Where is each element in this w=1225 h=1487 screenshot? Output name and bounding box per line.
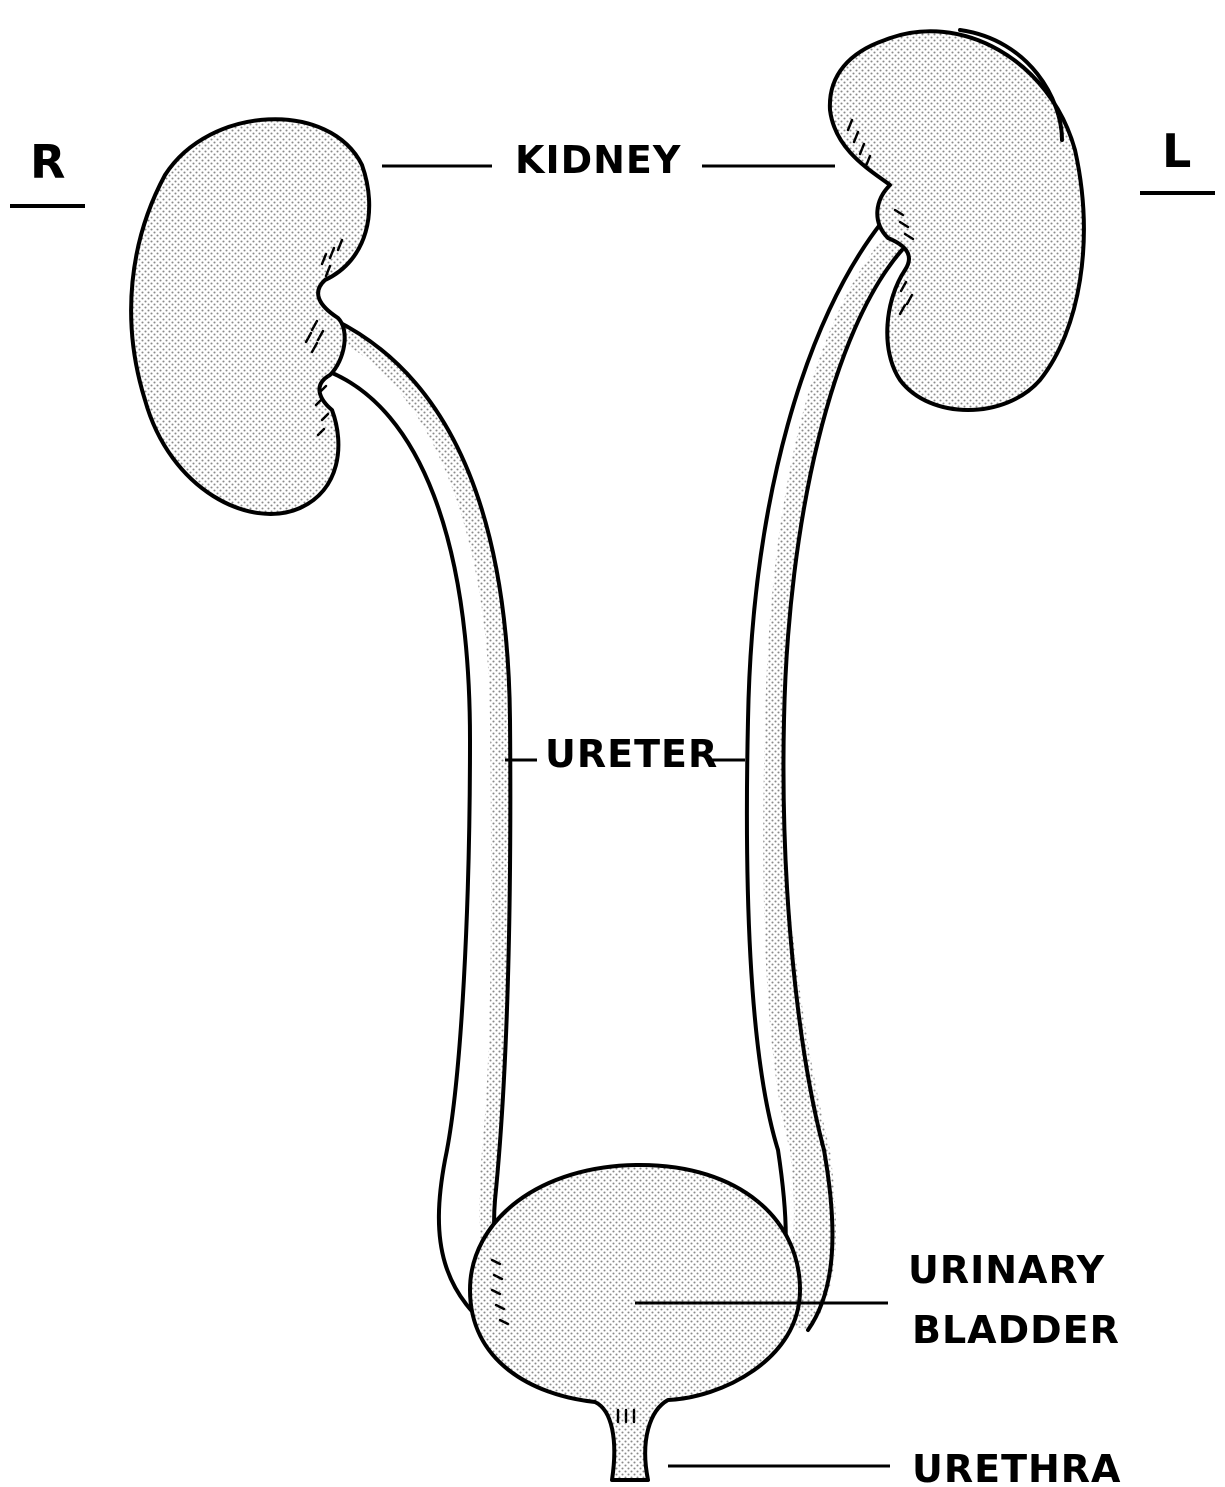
bladder-label-line1: URINARY	[908, 1248, 1105, 1292]
side-marker-l-text: L	[1162, 124, 1191, 178]
ureter-label: URETER	[545, 732, 718, 776]
side-marker-r-text: R	[30, 135, 65, 189]
left-kidney	[830, 30, 1084, 410]
side-marker-right: R	[10, 135, 85, 206]
bladder-label-line2: BLADDER	[912, 1308, 1120, 1352]
left-ureter	[747, 222, 902, 1330]
kidney-label: KIDNEY	[515, 138, 681, 182]
right-kidney	[131, 119, 369, 514]
urinary-bladder	[470, 1165, 800, 1480]
right-ureter	[330, 320, 550, 1350]
side-marker-left: L	[1140, 124, 1215, 193]
urethra-label: URETHRA	[912, 1447, 1121, 1487]
